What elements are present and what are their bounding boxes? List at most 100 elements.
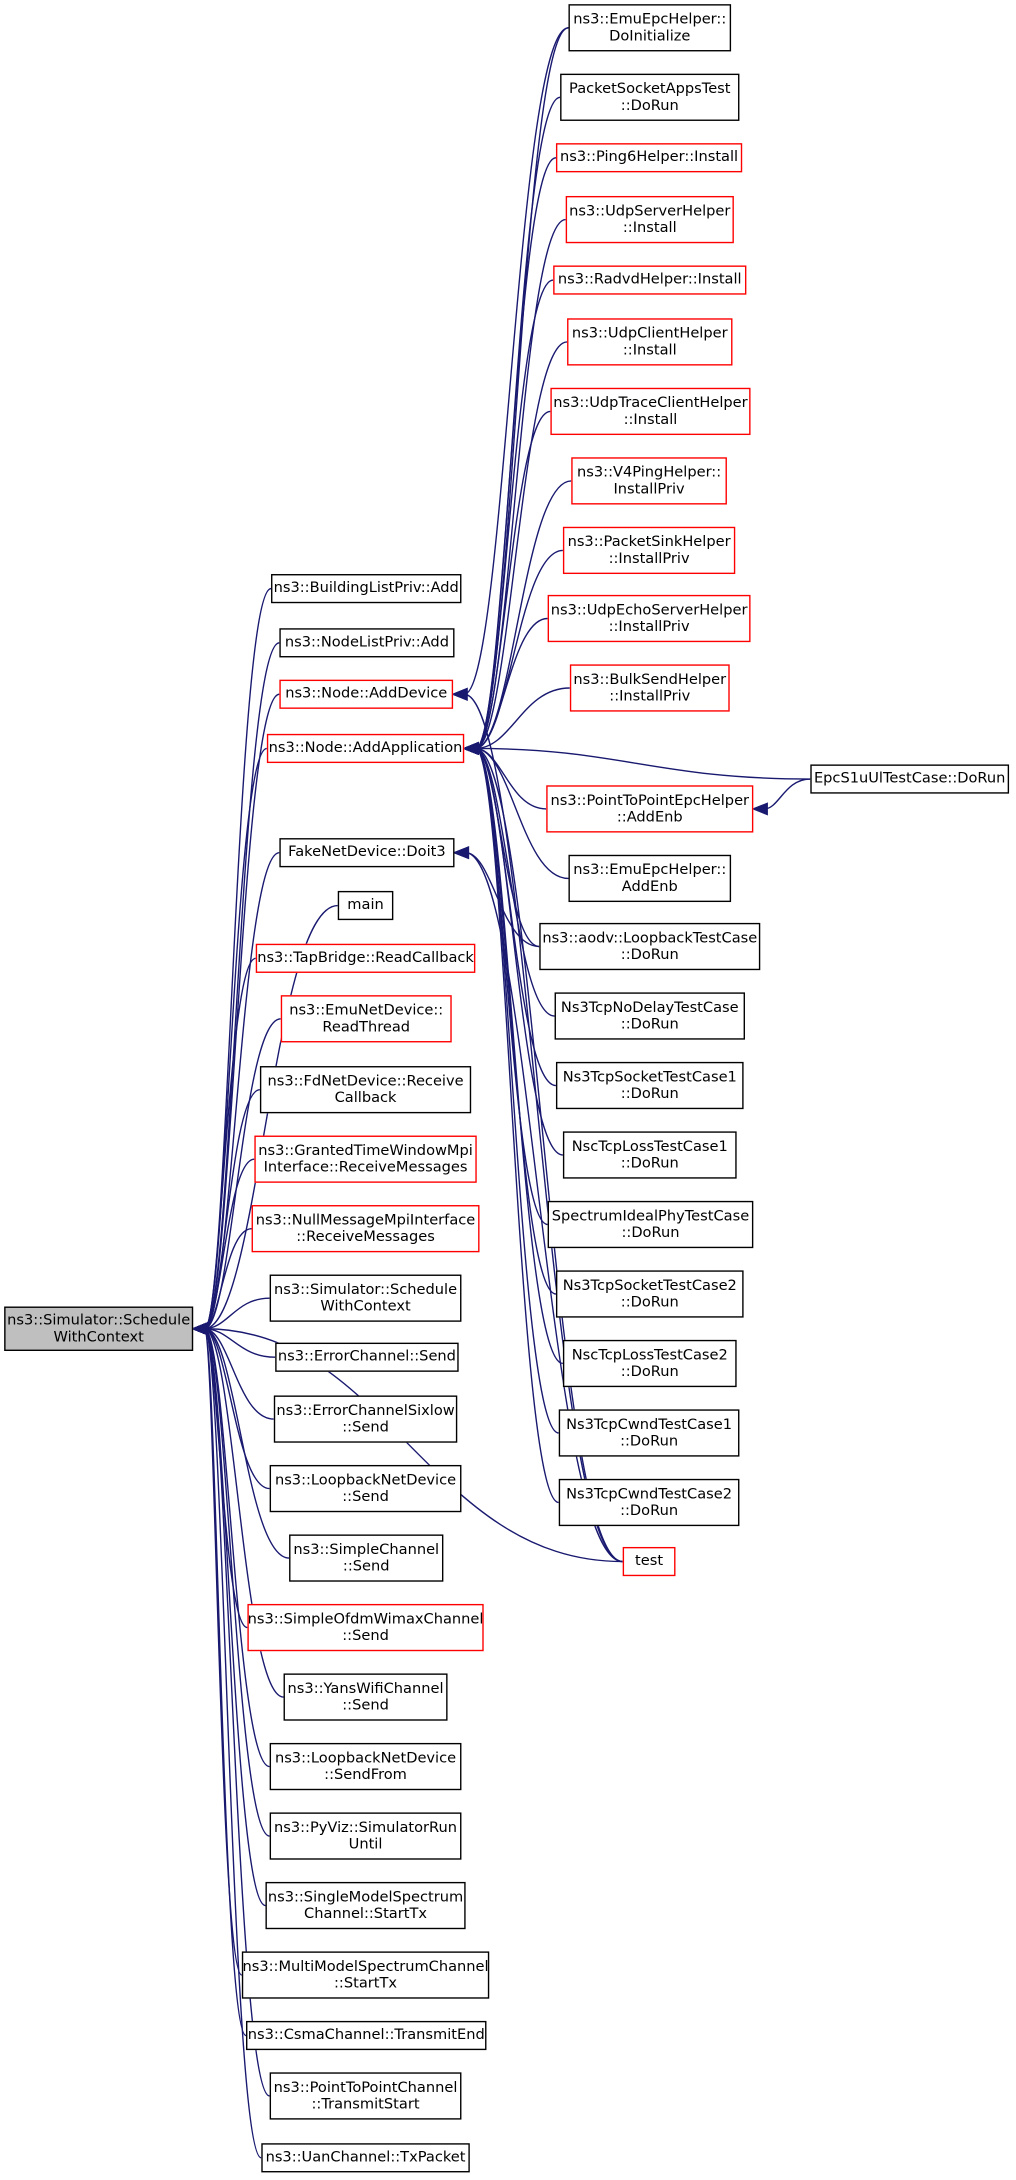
node-label-1: ns3::LoopbackNetDevice — [274, 1749, 457, 1766]
node-test[interactable]: test — [622, 1546, 676, 1577]
node-label-1: ns3::YansWifiChannel — [287, 1679, 444, 1697]
node-label-1: SpectrumIdealPhyTestCase — [551, 1207, 750, 1224]
node-label-1: ns3::SimpleOfdmWimaxChannel — [247, 1610, 484, 1627]
node-label-2: Interface::ReceiveMessages — [263, 1159, 468, 1176]
arrowhead-epcs1u-to-node_addapp — [462, 741, 479, 756]
node-nsc1[interactable]: NscTcpLossTestCase1::DoRun — [562, 1131, 737, 1179]
node-radvd[interactable]: ns3::RadvdHelper::Install — [553, 265, 747, 295]
node-udptrace[interactable]: ns3::UdpTraceClientHelper::Install — [550, 387, 751, 436]
edge-tap_read-to-root — [203, 957, 257, 1330]
edge-nsc2-to-node_addapp — [475, 747, 564, 1365]
node-udpclient[interactable]: ns3::UdpClientHelper::Install — [567, 318, 733, 366]
node-cwnd2[interactable]: Ns3TcpCwndTestCase2::DoRun — [558, 1478, 740, 1527]
node-simple_send[interactable]: ns3::SimpleChannel::Send — [289, 1534, 444, 1582]
node-label-2: ::Install — [623, 411, 678, 429]
edge-simple_send-to-root — [204, 1328, 290, 1559]
node-pktsock[interactable]: PacketSocketAppsTest::DoRun — [560, 73, 740, 121]
node-fake_doit3[interactable]: FakeNetDevice::Doit3 — [279, 838, 455, 868]
node-bl_add[interactable]: ns3::BuildingListPriv::Add — [271, 574, 462, 604]
node-label: ns3::Node::AddApplication — [268, 739, 463, 757]
node-nullmsg[interactable]: ns3::NullMessageMpiInterface::ReceiveMes… — [251, 1205, 480, 1253]
node-label-2: ::TransmitStart — [311, 2095, 420, 2113]
node-csma_end[interactable]: ns3::CsmaChannel::TransmitEnd — [246, 2020, 487, 2051]
node-v4ping[interactable]: ns3::V4PingHelper::InstallPriv — [571, 457, 727, 505]
edge-node_adddevice-to-root — [203, 693, 280, 1330]
edge-cwnd2-to-node_addapp — [474, 747, 559, 1504]
node-loop_sendfrom[interactable]: ns3::LoopbackNetDevice::SendFrom — [269, 1742, 462, 1791]
node-sock2[interactable]: Ns3TcpSocketTestCase2::DoRun — [555, 1270, 744, 1318]
edge-nsc1-to-node_addapp — [475, 747, 564, 1156]
node-label-1: ns3::PyViz::SimulatorRun — [274, 1818, 458, 1836]
node-label-2: ::Send — [342, 1627, 389, 1645]
node-label-1: ns3::Simulator::Schedule — [274, 1280, 458, 1298]
node-epcs1u[interactable]: EpcS1uUlTestCase::DoRun — [810, 764, 1010, 794]
node-label: main — [347, 896, 384, 914]
node-label-1: ns3::GrantedTimeWindowMpi — [258, 1141, 473, 1159]
node-root-line1: ns3::Simulator::Schedule — [7, 1311, 191, 1329]
node-label-1: ns3::MultiModelSpectrumChannel — [242, 1957, 489, 1975]
node-emu_addenb[interactable]: ns3::EmuEpcHelper::AddEnb — [568, 854, 732, 903]
arrowhead-epcs1u-to-p2pepc — [751, 802, 768, 816]
node-label-1: Ns3TcpSocketTestCase2 — [562, 1276, 737, 1294]
node-label-2: Until — [348, 1836, 383, 1853]
edge-csma_end-to-root — [203, 1328, 247, 2037]
node-label-2: ReadThread — [322, 1018, 411, 1036]
node-root[interactable]: ns3::Simulator::Schedule WithContext — [4, 1306, 194, 1351]
node-errsix[interactable]: ns3::ErrorChannelSixlow::Send — [273, 1395, 458, 1443]
node-uan_tx[interactable]: ns3::UanChannel::TxPacket — [261, 2143, 470, 2173]
node-label-1: ns3::FdNetDevice::Receive — [267, 1072, 464, 1089]
node-label: ns3::ErrorChannel::Send — [277, 1348, 456, 1366]
node-bulksend[interactable]: ns3::BulkSendHelper::InstallPriv — [569, 664, 730, 712]
node-multi_tx[interactable]: ns3::MultiModelSpectrumChannel::StartTx — [241, 1951, 490, 1999]
node-nl_add[interactable]: ns3::NodeListPriv::Add — [279, 628, 455, 658]
node-node_addapp[interactable]: ns3::Node::AddApplication — [266, 733, 465, 764]
node-label-1: ns3::LoopbackNetDevice — [274, 1471, 457, 1488]
node-tap_read[interactable]: ns3::TapBridge::ReadCallback — [255, 943, 476, 973]
node-emu_init[interactable]: ns3::EmuEpcHelper::DoInitialize — [568, 4, 732, 52]
node-pktsink[interactable]: ns3::PacketSinkHelper::InstallPriv — [562, 526, 736, 575]
node-label-1: Ns3TcpSocketTestCase1 — [562, 1068, 737, 1085]
node-label-1: ns3::EmuEpcHelper:: — [573, 861, 727, 878]
node-ping6[interactable]: ns3::Ping6Helper::Install — [555, 143, 743, 173]
node-spectrum[interactable]: SpectrumIdealPhyTestCase::DoRun — [547, 1200, 754, 1249]
edge-pktsock-to-node_addapp — [475, 96, 561, 750]
node-label-2: Channel::StartTx — [304, 1905, 428, 1923]
node-aodv[interactable]: ns3::aodv::LoopbackTestCase::DoRun — [539, 922, 761, 971]
node-label-1: ns3::UdpServerHelper — [569, 202, 731, 219]
node-label-1: NscTcpLossTestCase2 — [571, 1346, 728, 1363]
node-emu_read[interactable]: ns3::EmuNetDevice::ReadThread — [280, 995, 452, 1043]
node-label-2: ::DoRun — [620, 1432, 679, 1450]
edge-emu_addenb-to-node_addapp — [475, 747, 569, 880]
node-udpecho[interactable]: ns3::UdpEchoServerHelper::InstallPriv — [547, 594, 751, 643]
node-yans_send[interactable]: ns3::YansWifiChannel::Send — [283, 1673, 448, 1721]
node-ofdm_send[interactable]: ns3::SimpleOfdmWimaxChannel::Send — [247, 1603, 484, 1652]
edge-emu_init-to-node_adddevice — [463, 27, 569, 695]
node-label-2: ::Send — [342, 1488, 389, 1506]
node-label-2: ::DoRun — [620, 1293, 679, 1311]
node-udpserver[interactable]: ns3::UdpServerHelper::Install — [565, 195, 734, 244]
node-p2p_start[interactable]: ns3::PointToPointChannel::TransmitStart — [269, 2072, 462, 2120]
node-loop_send[interactable]: ns3::LoopbackNetDevice::Send — [269, 1464, 462, 1513]
node-nodelay[interactable]: Ns3TcpNoDelayTestCase::DoRun — [554, 992, 745, 1040]
node-main[interactable]: main — [337, 890, 394, 921]
node-node_adddevice[interactable]: ns3::Node::AddDevice — [279, 679, 454, 709]
node-sock1[interactable]: Ns3TcpSocketTestCase1::DoRun — [555, 1061, 744, 1110]
node-label-2: ::StartTx — [334, 1975, 398, 1992]
node-p2pepc[interactable]: ns3::PointToPointEpcHelper::AddEnb — [546, 785, 754, 833]
node-cwnd1[interactable]: Ns3TcpCwndTestCase1::DoRun — [558, 1409, 740, 1457]
node-nsc2[interactable]: NscTcpLossTestCase2::DoRun — [562, 1339, 737, 1388]
node-label-2: ::DoRun — [620, 946, 679, 964]
node-label: EpcS1uUlTestCase::DoRun — [813, 770, 1006, 788]
edge-bulksend-to-node_addapp — [475, 687, 570, 750]
node-label-1: ns3::PointToPointEpcHelper — [550, 791, 750, 809]
node-label-1: ns3::aodv::LoopbackTestCase — [542, 929, 758, 946]
node-label: test — [635, 1552, 664, 1570]
node-label-1: ns3::ErrorChannelSixlow — [276, 1401, 455, 1419]
node-label-2: ::DoRun — [620, 1363, 679, 1381]
node-err_send[interactable]: ns3::ErrorChannel::Send — [275, 1342, 459, 1372]
